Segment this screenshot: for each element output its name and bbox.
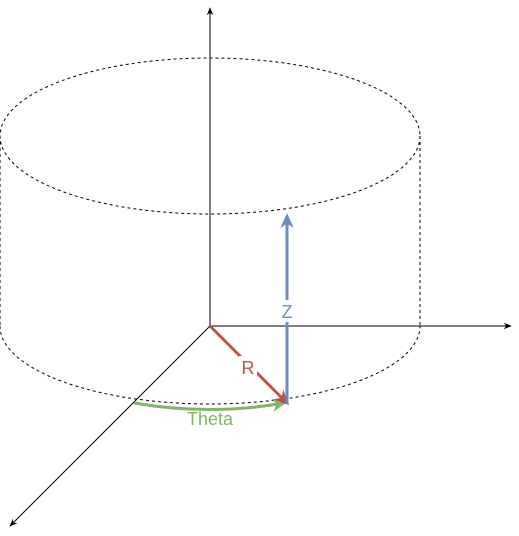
diagonal-axis: [9, 325, 211, 527]
cylinder-bottom-arc: [0, 325, 421, 405]
r-label-background: [239, 356, 257, 378]
theta-label: Theta: [187, 409, 234, 429]
z-label-background: [279, 300, 295, 322]
r-label: R: [242, 358, 255, 378]
z-label: Z: [282, 302, 293, 322]
theta-arc: [133, 398, 287, 412]
axes: [9, 7, 512, 527]
